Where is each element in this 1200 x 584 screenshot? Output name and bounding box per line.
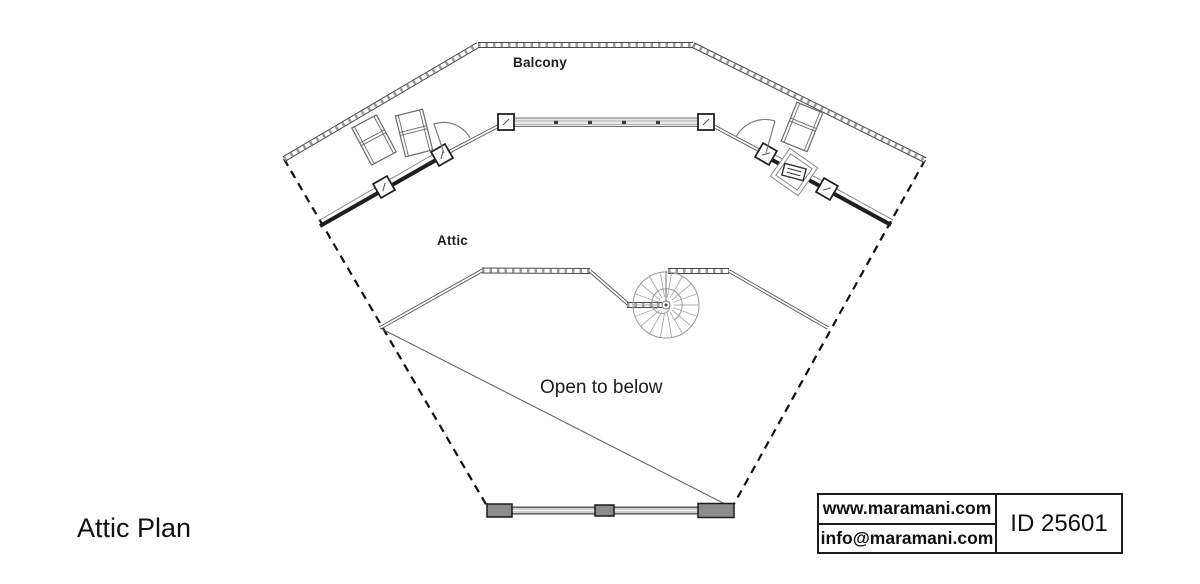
deck-chair-1 [350, 114, 398, 166]
info-box: www.maramani.com info@maramani.com ID 25… [817, 493, 1123, 554]
open-to-below-label: Open to below [540, 377, 663, 398]
plan-title: Attic Plan [77, 513, 192, 543]
spiral-staircase [632, 271, 700, 339]
attic-label: Attic [437, 233, 468, 248]
window-wall [510, 117, 702, 127]
skylight [769, 147, 819, 197]
open-to-below-line [379, 327, 728, 506]
door-opening-right [705, 120, 767, 156]
info-box-contact-column: www.maramani.com info@maramani.com [819, 495, 997, 552]
plan-id: ID 25601 [1010, 509, 1108, 537]
wall-posts [371, 113, 840, 202]
deck-chair-2 [394, 108, 434, 158]
balcony-railing [282, 42, 927, 163]
email-text: info@maramani.com [820, 527, 994, 548]
roofline-dashed-right [733, 159, 926, 505]
door-opening-left [442, 120, 507, 157]
roofline-dashed-left [283, 158, 488, 507]
balcony-label: Balcony [513, 55, 567, 70]
website-text: www.maramani.com [819, 495, 995, 525]
door-swing-left [433, 121, 471, 154]
door-swing-right [735, 118, 776, 154]
deck-chair-3 [780, 101, 824, 153]
attic-guardrail [379, 267, 829, 330]
bottom-wall [486, 502, 735, 519]
